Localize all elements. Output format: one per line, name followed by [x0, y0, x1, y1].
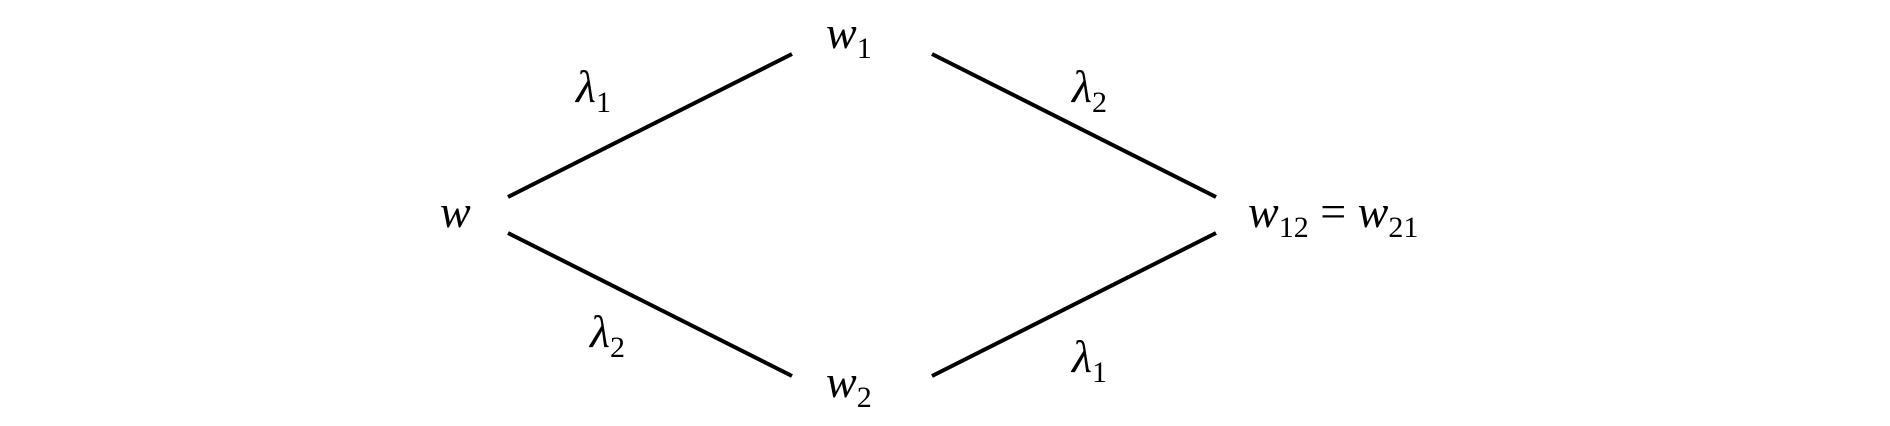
node-w1: w1: [826, 7, 872, 65]
edge-label-w2-w12: λ1: [1072, 331, 1107, 389]
edge-w2-w12: [931, 231, 1217, 378]
node-w12-eq-w21: w12 = w21: [1248, 186, 1419, 244]
edge-w-w1: [507, 52, 793, 199]
edge-label-w1-w12: λ2: [1072, 61, 1107, 119]
edge-label-w-w2: λ2: [590, 306, 625, 364]
edge-w-w2: [507, 231, 793, 378]
edge-w1-w12: [931, 52, 1217, 199]
node-w2: w2: [826, 356, 872, 414]
node-w: w: [440, 186, 471, 237]
edge-label-w-w1: λ1: [576, 61, 611, 119]
